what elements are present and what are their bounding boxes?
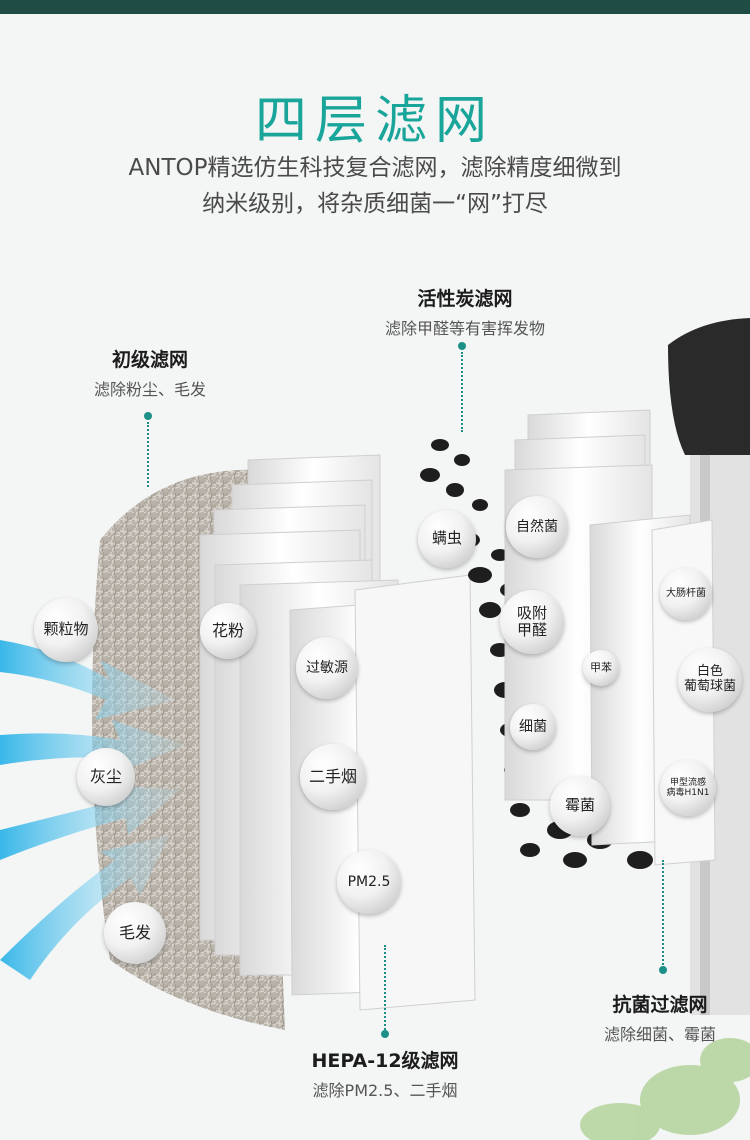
subtitle-line-2: 纳米级别，将杂质细菌一“网”打尽 xyxy=(202,191,548,217)
bubble-line: 病毒H1N1 xyxy=(666,788,710,798)
leader-line xyxy=(461,352,463,432)
bubble-ecoli: 大肠杆菌 xyxy=(660,568,712,620)
leader-dot xyxy=(381,1030,389,1038)
bubble-particles: 颗粒物 xyxy=(34,598,98,662)
bubble-pm25: PM2.5 xyxy=(337,850,401,914)
bubble-bacteria: 细菌 xyxy=(510,704,556,750)
plant-decoration xyxy=(580,1038,750,1140)
layer-label-carbon: 活性炭滤网 滤除甲醛等有害挥发物 xyxy=(330,284,600,339)
top-bar xyxy=(0,0,750,14)
bubble-line: 白色 xyxy=(696,664,723,680)
bubble-natural-bacteria: 自然菌 xyxy=(506,496,568,558)
bubble-benzene: 甲苯 xyxy=(583,650,619,686)
bubble-line: 葡萄球菌 xyxy=(683,679,736,694)
bubble-line: 吸附 xyxy=(516,603,547,622)
bubble-pollen: 花粉 xyxy=(200,603,256,659)
layer-title: 初级滤网 xyxy=(111,349,188,371)
layer-desc: 滤除PM2.5、二手烟 xyxy=(312,1081,458,1100)
layer-label-primary: 初级滤网 滤除粉尘、毛发 xyxy=(60,345,240,400)
layer-label-antibacterial: 抗菌过滤网 滤除细菌、霉菌 xyxy=(570,990,750,1045)
page-subtitle: ANTOP精选仿生科技复合滤网，滤除精度细微到 纳米级别，将杂质细菌一“网”打尽 xyxy=(0,150,750,222)
bubble-mite: 螨虫 xyxy=(418,510,476,568)
leader-dot xyxy=(458,342,466,350)
bubble-formaldehyde: 吸附 甲醛 xyxy=(500,590,564,654)
bubble-flu: 甲型流感 病毒H1N1 xyxy=(660,760,716,816)
leader-dot xyxy=(659,966,667,974)
page-title: 四层滤网 xyxy=(254,91,495,151)
layer-desc: 滤除细菌、霉菌 xyxy=(603,1025,716,1044)
airflow-arrows xyxy=(0,640,185,980)
leader-line xyxy=(384,945,386,1030)
bubble-staph: 白色 葡萄球菌 xyxy=(678,648,742,712)
bubble-dust: 灰尘 xyxy=(77,748,135,806)
layer-title: 活性炭滤网 xyxy=(417,288,513,310)
bubble-allergen: 过敏源 xyxy=(296,637,358,699)
subtitle-line-1: ANTOP精选仿生科技复合滤网，滤除精度细微到 xyxy=(128,155,622,181)
bubble-line: 甲醛 xyxy=(516,621,547,639)
bubble-mold: 霉菌 xyxy=(550,776,610,836)
layer-title: 抗菌过滤网 xyxy=(612,994,708,1016)
layer-label-hepa: HEPA-12级滤网 滤除PM2.5、二手烟 xyxy=(260,1046,510,1101)
leader-dot xyxy=(144,412,152,420)
leader-line xyxy=(147,422,149,487)
layer-title: HEPA-12级滤网 xyxy=(311,1050,459,1072)
bubble-smoke: 二手烟 xyxy=(300,744,366,810)
bubble-hair: 毛发 xyxy=(104,902,166,964)
leader-line xyxy=(662,860,664,965)
layer-desc: 滤除粉尘、毛发 xyxy=(93,380,206,399)
bubble-line: 甲型流感 xyxy=(669,777,706,788)
layer-desc: 滤除甲醛等有害挥发物 xyxy=(384,319,545,338)
